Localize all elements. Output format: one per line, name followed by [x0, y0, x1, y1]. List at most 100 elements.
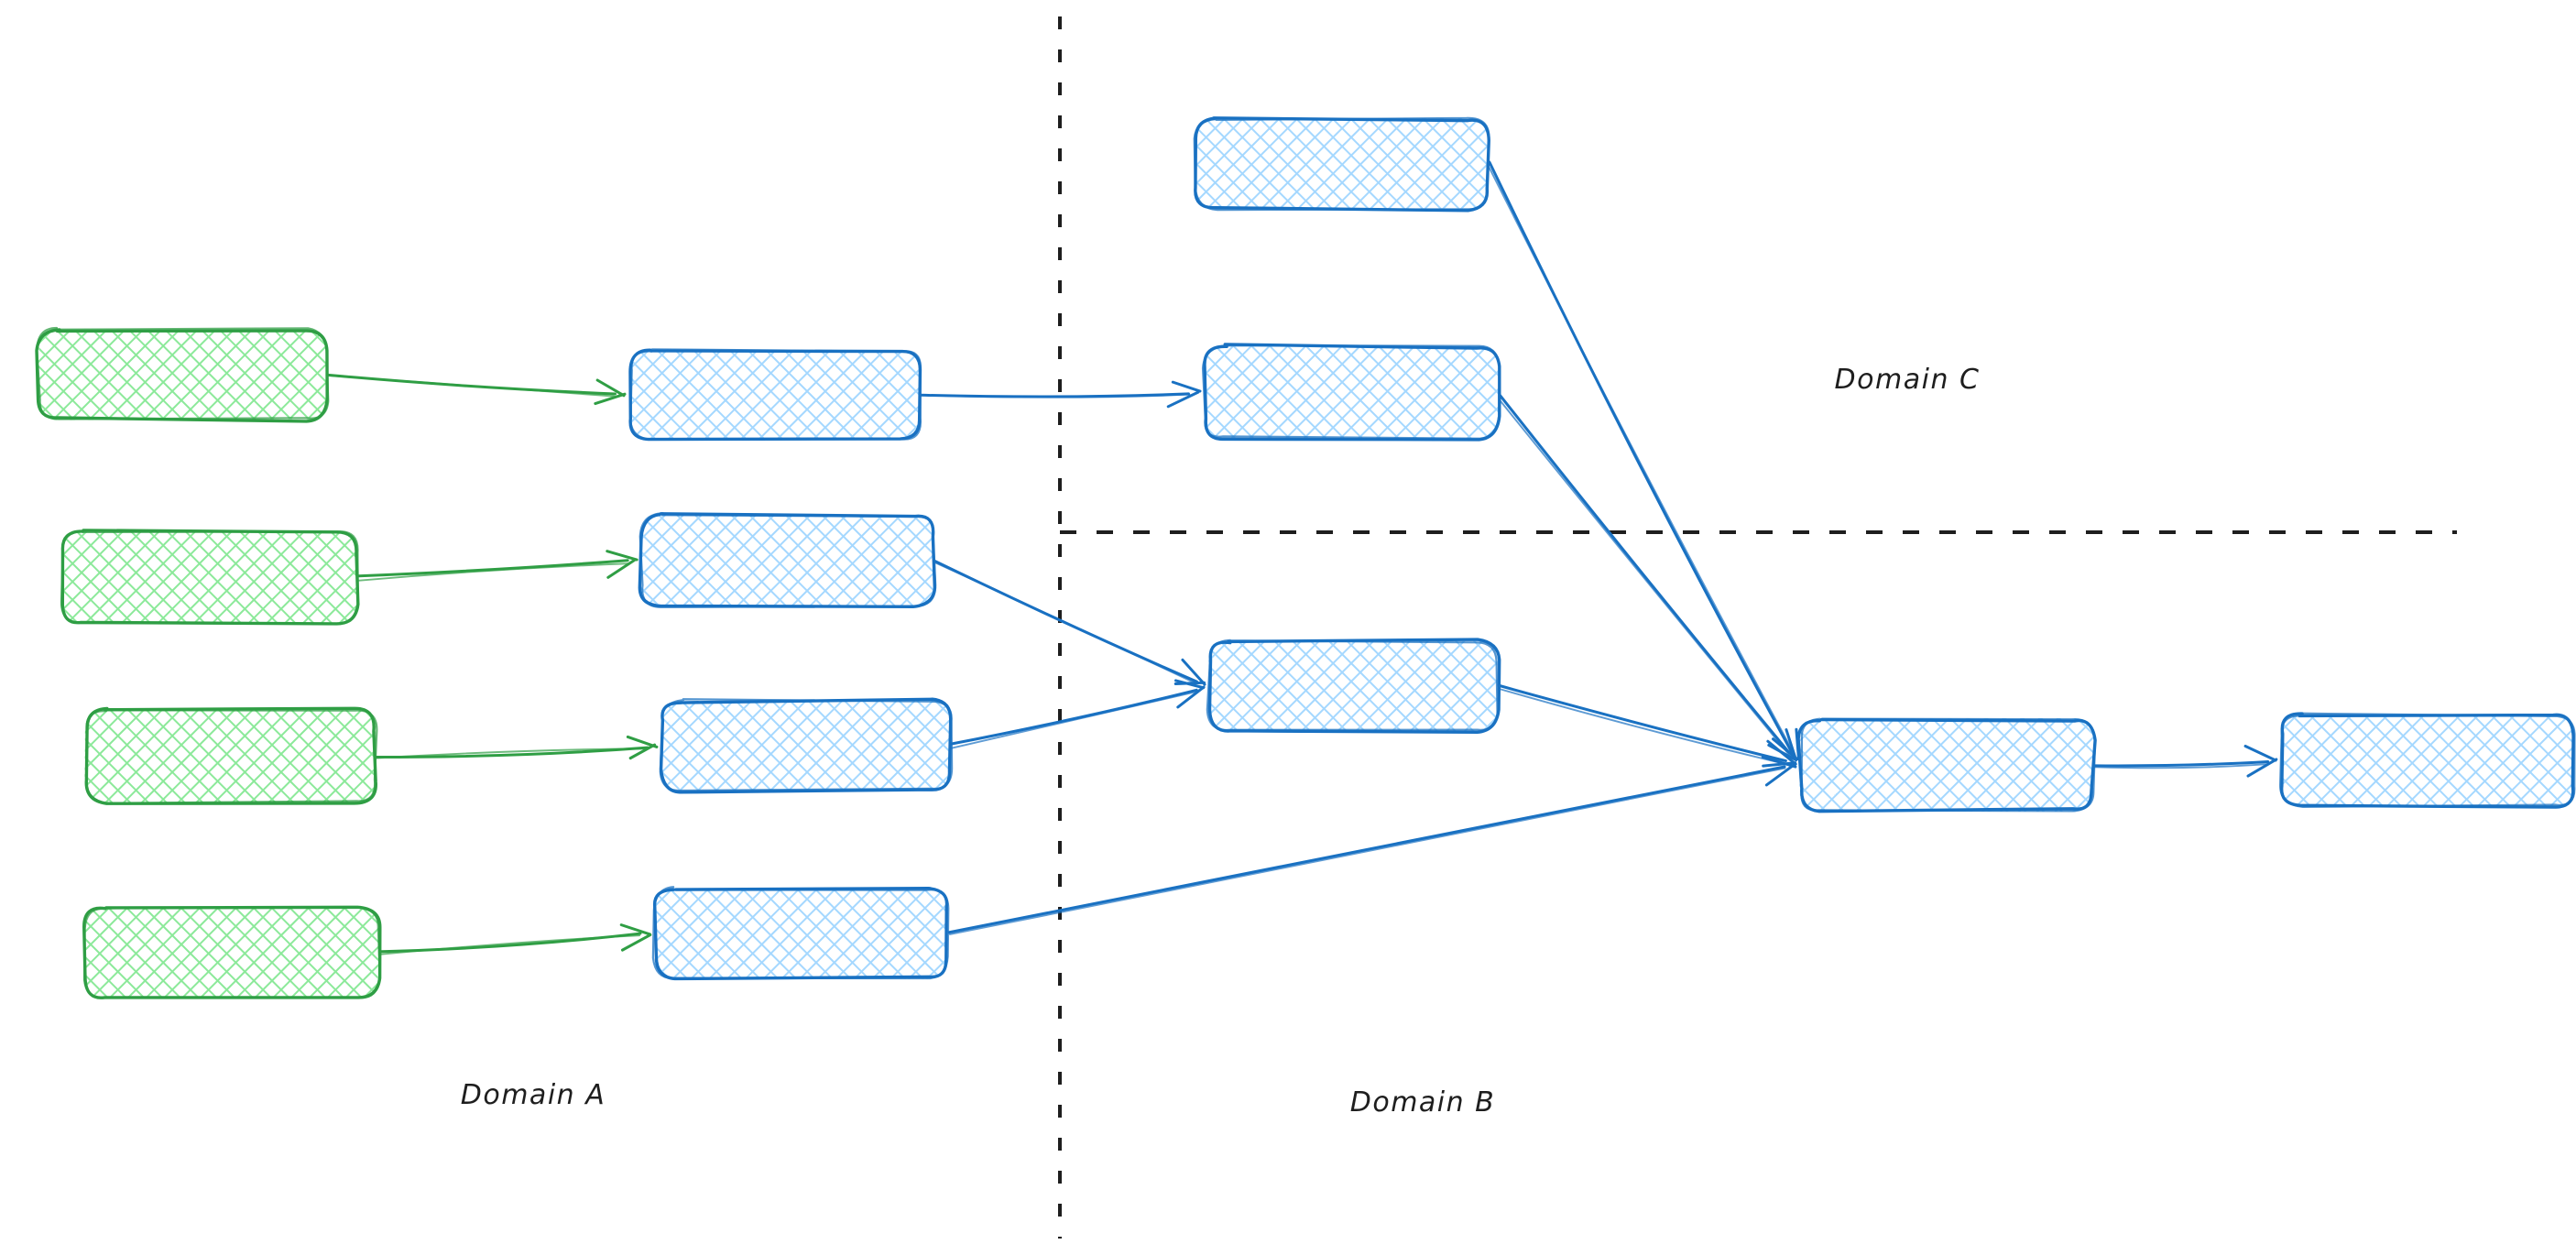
node-outline: [651, 886, 950, 980]
edge-e1[interactable]: [324, 373, 627, 406]
edge-shaft: [324, 374, 616, 398]
edge-arrowhead: [606, 558, 637, 579]
edges-layer: [324, 160, 2278, 956]
node-fill: [62, 530, 358, 624]
nodes-layer: [35, 116, 2576, 999]
node-outline: [1800, 717, 2097, 813]
edge-arrowhead: [620, 933, 652, 952]
edge-e2[interactable]: [355, 550, 639, 582]
node-outline: [85, 709, 378, 804]
edge-e5[interactable]: [917, 380, 1202, 409]
node-c2[interactable]: [1201, 343, 1501, 442]
edge-shaft: [1495, 394, 1793, 758]
node-g3[interactable]: [84, 706, 378, 805]
domain-label-a: Domain A: [461, 1079, 606, 1111]
node-fill: [1204, 345, 1499, 439]
node-fill: [84, 709, 377, 802]
node-c1[interactable]: [1193, 116, 1490, 213]
node-g1[interactable]: [35, 326, 330, 423]
node-outline: [639, 512, 937, 608]
node-fill: [1195, 118, 1489, 210]
edge-shaft: [933, 561, 1196, 684]
edge-shaft: [2092, 763, 2269, 769]
edge-arrowhead: [628, 743, 657, 760]
edge-arrowhead: [1785, 728, 1797, 761]
edge-shaft: [1488, 160, 1794, 755]
edge-arrowhead: [1762, 761, 1797, 768]
node-b3[interactable]: [659, 697, 954, 794]
node-b1[interactable]: [628, 348, 922, 442]
edge-shaft: [1495, 683, 1787, 763]
edge-e9[interactable]: [1488, 160, 1800, 761]
edge-shaft: [356, 562, 629, 582]
domain-label-b: Domain B: [1350, 1086, 1496, 1119]
edge-e12[interactable]: [2092, 744, 2278, 778]
edge-arrowhead: [619, 923, 652, 936]
edge-e3[interactable]: [374, 735, 659, 760]
domain-separators: [1058, 16, 2457, 1239]
node-b2[interactable]: [638, 512, 937, 609]
edge-shaft: [947, 688, 1198, 747]
edge-shaft: [933, 559, 1198, 683]
edge-shaft: [376, 934, 640, 956]
node-fill: [654, 888, 948, 979]
node-outline: [36, 326, 330, 420]
edge-e4[interactable]: [376, 923, 652, 956]
edge-shaft: [1488, 166, 1796, 757]
edge-arrowhead: [606, 550, 639, 562]
edge-arrowhead: [1174, 679, 1206, 690]
node-fill: [84, 906, 379, 999]
node-fill: [1799, 718, 2094, 812]
edge-shaft: [947, 765, 1786, 934]
edge-arrowhead: [1171, 380, 1202, 393]
node-outline: [1201, 344, 1501, 440]
node-c3[interactable]: [1206, 638, 1501, 734]
node-fill: [2280, 714, 2574, 806]
edge-shaft: [377, 932, 642, 954]
node-g4[interactable]: [82, 905, 382, 999]
edge-e11[interactable]: [1495, 683, 1797, 768]
edge-shaft: [1495, 389, 1791, 755]
edge-arrowhead: [594, 392, 627, 406]
edge-shaft: [948, 767, 1786, 935]
edge-arrowhead: [1764, 763, 1796, 787]
node-fill: [38, 329, 328, 420]
node-outline: [1193, 116, 1490, 212]
edge-arrowhead: [1766, 739, 1797, 766]
edge-e8[interactable]: [947, 755, 1797, 935]
edge-arrowhead: [1176, 685, 1206, 709]
edge-e10[interactable]: [1495, 389, 1798, 762]
node-d2[interactable]: [2279, 712, 2576, 809]
domain-label-c: Domain C: [1835, 364, 1981, 396]
edge-arrowhead: [2246, 758, 2278, 778]
node-outline: [60, 529, 359, 625]
node-fill: [629, 349, 922, 441]
node-fill: [1208, 640, 1498, 732]
edge-arrowhead: [595, 378, 626, 398]
node-outline: [82, 906, 381, 999]
node-outline: [2279, 712, 2576, 809]
node-g2[interactable]: [60, 529, 360, 626]
node-d1[interactable]: [1796, 717, 2097, 813]
node-fill: [640, 514, 934, 606]
edge-shaft: [950, 691, 1197, 749]
edge-shaft: [2092, 759, 2270, 768]
edge-arrowhead: [1166, 390, 1200, 409]
node-fill: [660, 700, 952, 791]
edge-shaft: [1497, 687, 1787, 766]
edge-arrowhead: [626, 735, 659, 748]
edge-e7[interactable]: [947, 679, 1206, 749]
edge-shaft: [374, 746, 649, 759]
edge-shaft: [355, 559, 629, 578]
node-b4[interactable]: [651, 886, 950, 981]
edge-shaft: [376, 748, 647, 759]
domain-labels-layer: Domain A Domain B Domain C: [461, 364, 1981, 1119]
edge-shaft: [921, 393, 1191, 398]
node-outline: [1206, 638, 1499, 731]
node-outline: [659, 698, 954, 792]
edge-arrowhead: [2243, 744, 2277, 762]
edge-e6[interactable]: [933, 559, 1206, 686]
edge-arrowhead: [1181, 658, 1206, 686]
